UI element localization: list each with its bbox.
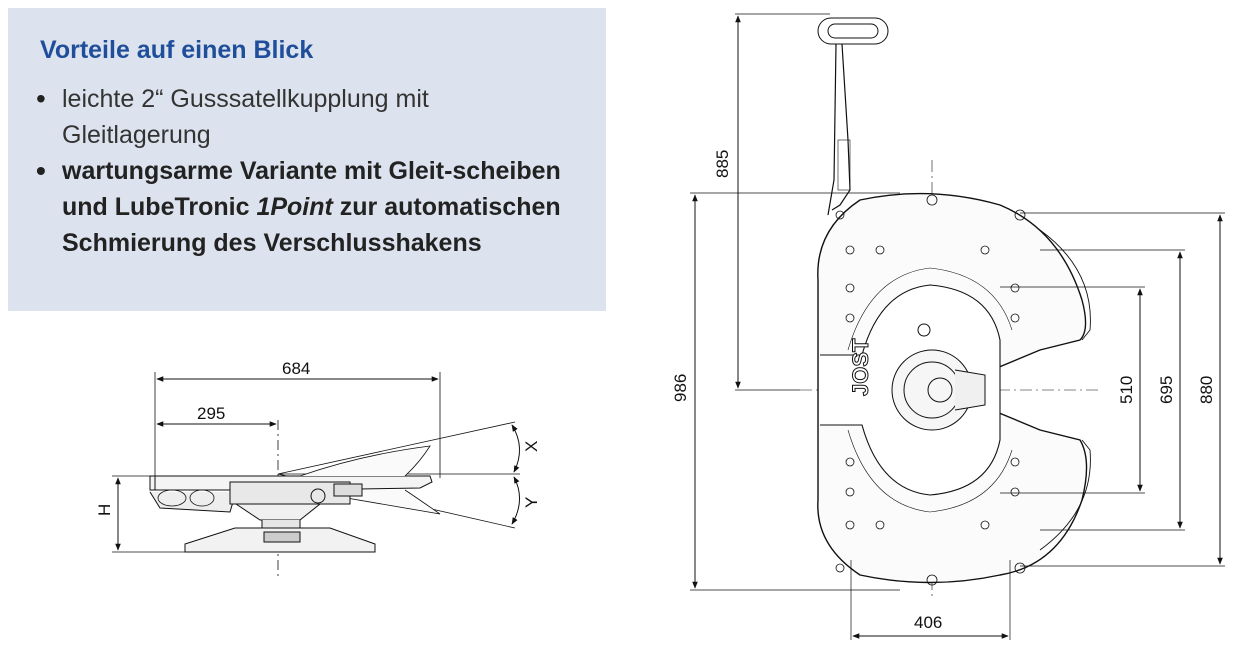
benefits-title: Vorteile auf einen Blick (40, 36, 314, 64)
benefit-2-text-pre: wartungsarme Variante mit Gleit-scheiben… (62, 157, 561, 221)
benefit-2-emphasis: 1Point (256, 193, 333, 221)
dim-684: 684 (282, 359, 310, 378)
jost-logo: JOST (848, 338, 873, 396)
benefits-list: leichte 2“ Gusssatellkupplung mit Gleitl… (36, 81, 582, 261)
dim-x: X (522, 441, 541, 452)
top-view (690, 13, 1225, 640)
dim-y: Y (522, 497, 541, 508)
benefit-1-line-1: leichte 2“ Gusssatellkupplung mit (62, 85, 429, 113)
benefit-1-line-2: Gleitlagerung (62, 121, 211, 149)
side-view (112, 372, 520, 580)
dim-986: 986 (671, 374, 690, 402)
dim-885: 885 (713, 150, 732, 178)
benefit-item-1: leichte 2“ Gusssatellkupplung mit Gleitl… (36, 81, 582, 153)
dim-510: 510 (1117, 376, 1136, 404)
benefit-2-text-post: zur automatischen Schmierung des Verschl… (62, 193, 561, 257)
dim-695: 695 (1157, 376, 1176, 404)
dim-h: H (95, 504, 114, 516)
dim-880: 880 (1197, 376, 1216, 404)
benefits-panel: Vorteile auf einen Blick leichte 2“ Guss… (8, 8, 606, 311)
dim-295: 295 (197, 404, 225, 423)
benefit-item-2: wartungsarme Variante mit Gleit-scheiben… (36, 153, 582, 261)
dim-406: 406 (914, 613, 942, 632)
